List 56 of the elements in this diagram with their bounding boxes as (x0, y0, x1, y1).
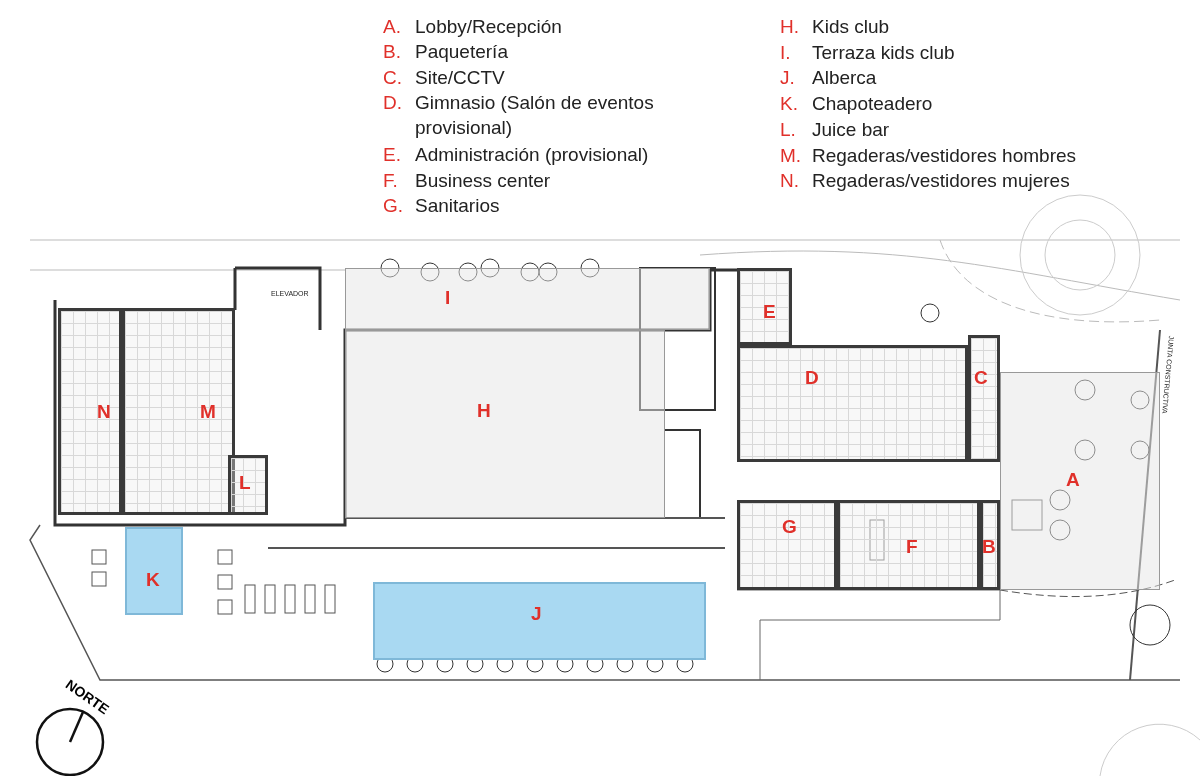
room-letter: F (906, 537, 918, 557)
legend-text: Regaderas/vestidores mujeres (812, 169, 1071, 194)
legend-letter: D. (383, 91, 403, 115)
room-area (345, 268, 710, 330)
room-letter: M (200, 402, 216, 422)
room-letter: L (239, 473, 251, 493)
room-letter: E (763, 302, 776, 322)
legend-text: Administración (provisional) (415, 143, 650, 167)
room-letter: H (477, 401, 491, 421)
legend-text: Site/CCTV (415, 66, 506, 90)
legend-letter: G. (383, 194, 405, 218)
legend-text: Lobby/Recepción (415, 15, 563, 39)
room-letter: I (445, 288, 451, 308)
room-area (737, 500, 837, 590)
legend-text: Alberca (812, 66, 878, 91)
room-letter: K (146, 570, 160, 590)
room-letter: D (805, 368, 819, 388)
room-area (837, 500, 980, 590)
legend-letter: N. (780, 169, 800, 194)
room-letter: J (531, 604, 542, 624)
legend-text: Chapoteadero (812, 92, 934, 117)
legend-letter: J. (780, 66, 796, 91)
legend-letter: L. (780, 117, 797, 142)
legend-text: Sanitarios (415, 194, 501, 218)
legend-text: Paquetería (415, 40, 509, 64)
legend-text: Business center (415, 169, 552, 193)
room-letter: C (974, 368, 988, 388)
room-area (345, 330, 665, 518)
legend-letter: M. (780, 143, 803, 168)
legend-text: Juice bar (812, 117, 891, 142)
room-area (737, 268, 792, 345)
pool-area (125, 527, 183, 615)
room-area (122, 308, 235, 515)
legend-text: Regaderas/vestidores hombres (812, 143, 1078, 168)
room-letter: B (982, 537, 996, 557)
legend-letter: K. (780, 92, 799, 117)
legend-letter: B. (383, 40, 402, 64)
legend-letter: F. (383, 169, 399, 193)
pool-area (373, 582, 706, 660)
room-area (1000, 372, 1160, 590)
legend-text: Gimnasio (Salón de eventos provisional) (415, 91, 655, 140)
room-letter: N (97, 402, 111, 422)
legend-letter: A. (383, 15, 402, 39)
legend-letter: H. (780, 15, 800, 39)
room-letter: G (782, 517, 797, 537)
legend-letter: I. (780, 40, 792, 65)
legend-text: Kids club (812, 15, 891, 39)
room-area (228, 455, 268, 515)
room-area (968, 335, 1000, 462)
room-area (58, 308, 122, 515)
legend-letter: C. (383, 66, 403, 90)
room-area (737, 345, 968, 462)
room-area (980, 500, 1000, 590)
legend-letter: E. (383, 143, 402, 167)
room-letter: A (1066, 470, 1080, 490)
legend-text: Terraza kids club (812, 40, 956, 65)
